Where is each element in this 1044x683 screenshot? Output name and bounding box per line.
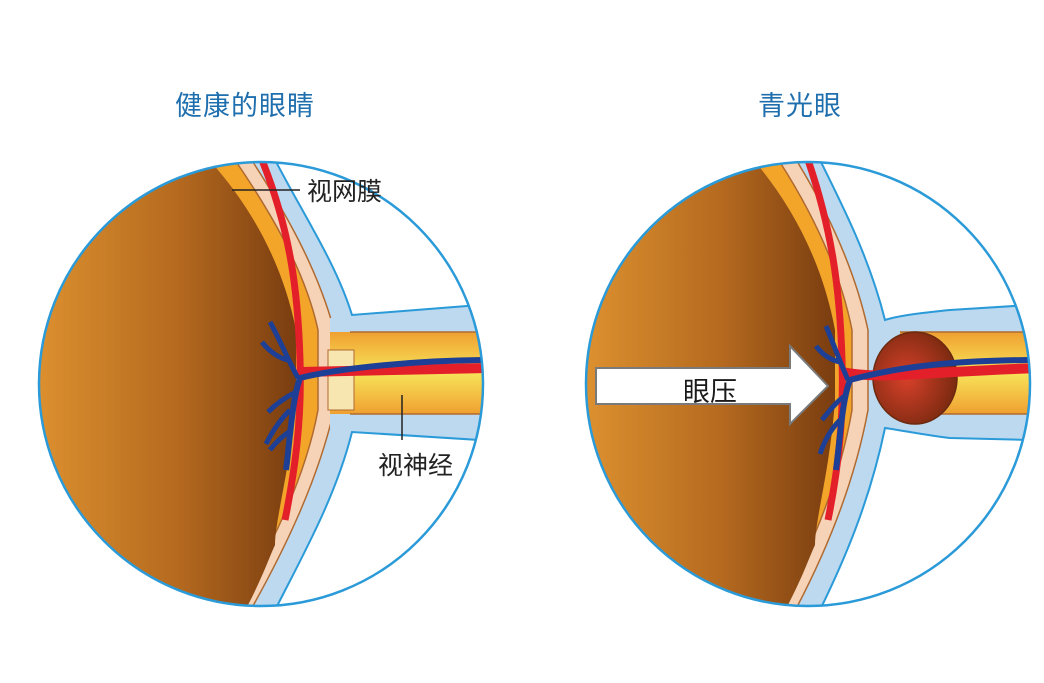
healthy-eye-outline (37, 160, 485, 608)
eyeball (39, 162, 296, 606)
glaucoma-title: 青光眼 (758, 91, 842, 122)
healthy-eye-diagram (39, 162, 483, 606)
retinal-vein (833, 357, 1030, 471)
glaucoma-eye-outline (584, 160, 1032, 608)
optic-nerve-label: 视神经 (378, 451, 454, 480)
pressure-arrow (595, 343, 830, 427)
healthy-eye-title: 健康的眼睛 (175, 91, 315, 122)
eye-pressure-label: 眼压 (683, 377, 737, 408)
retinal-vein (283, 357, 483, 471)
retinal-artery (258, 162, 304, 521)
glaucoma-eye-diagram (586, 162, 1030, 606)
retina-label: 视网膜 (307, 177, 383, 206)
